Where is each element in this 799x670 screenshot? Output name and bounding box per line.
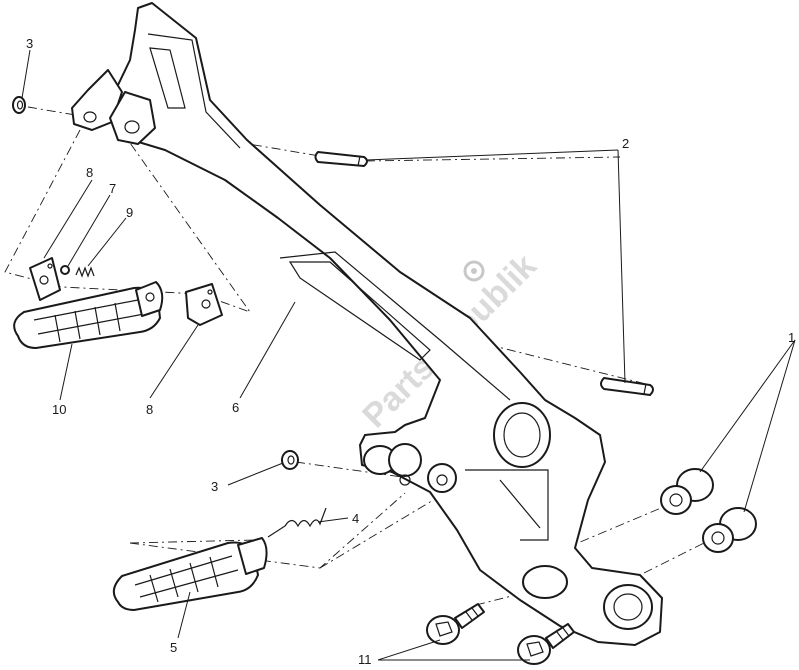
callout-4: 4 — [352, 511, 359, 526]
callout-7: 7 — [109, 181, 116, 196]
bushing-upper — [660, 468, 714, 515]
callout-6: 6 — [232, 400, 239, 415]
plate-right — [185, 283, 223, 326]
detent-ball — [60, 265, 70, 275]
gear-icon — [463, 260, 485, 282]
footpeg-bracket — [107, 2, 663, 646]
callout-8-top: 8 — [86, 165, 93, 180]
callout-2: 2 — [622, 136, 629, 151]
bolt-left — [426, 603, 485, 645]
bushing-lower — [702, 507, 757, 553]
circlip-upper — [12, 96, 26, 114]
circlip-middle — [281, 450, 299, 470]
detent-spring — [75, 266, 95, 278]
callout-8-bottom: 8 — [146, 402, 153, 417]
pin-lower — [600, 377, 654, 396]
spring — [267, 507, 327, 538]
callout-11: 11 — [358, 652, 372, 667]
footpeg-rear — [112, 537, 268, 611]
callout-9: 9 — [126, 205, 133, 220]
bolt-right — [517, 623, 575, 665]
callout-1: 1 — [788, 330, 795, 345]
pin-upper — [314, 151, 368, 167]
callouts: 1 2 3 3 4 5 6 7 8 8 9 10 11 — [26, 36, 795, 667]
callout-3-top: 3 — [26, 36, 33, 51]
callout-5: 5 — [170, 640, 177, 655]
plate-left — [29, 257, 61, 301]
callout-3-middle: 3 — [211, 479, 218, 494]
upper-mount-lugs — [71, 69, 156, 145]
footpeg-front — [13, 281, 164, 349]
callout-10: 10 — [52, 402, 66, 417]
leader-lines — [21, 49, 796, 661]
